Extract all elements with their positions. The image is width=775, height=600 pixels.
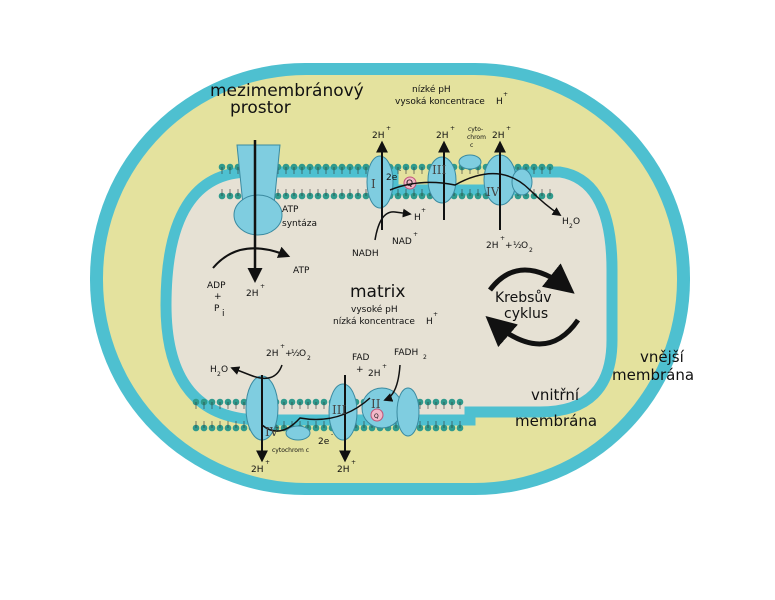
water-bottom-h: H [210, 365, 217, 375]
krebs-cycle-arrows [485, 263, 581, 348]
quinone-top-label: Q [406, 179, 413, 189]
proton-synthase: 2H [246, 289, 259, 299]
oxygen-reaction-top-half: ½ [513, 241, 522, 251]
proton-label-top-1-sup: + [386, 125, 391, 132]
adp-label: ADP [207, 281, 226, 291]
complex-i [366, 155, 417, 209]
proton-fad: 2H [368, 369, 381, 379]
oxygen-reaction-bottom-sub: 2 [307, 355, 311, 362]
intermembrane-label-1: mezimembránový [210, 81, 364, 101]
adp-plus: + [214, 292, 222, 302]
cytochrome-bottom-label: cytochrom c [272, 447, 309, 454]
electron-label-top-sup: - [399, 167, 401, 174]
proton-label-top-1: 2H [372, 131, 385, 141]
oxygen-reaction-bottom: 2H [266, 349, 279, 359]
oxygen-reaction-top-sub: 2 [529, 247, 533, 254]
proton-label-bottom-1: 2H [251, 465, 264, 475]
phosphate-label: P [214, 304, 220, 314]
proton-label-bottom-1-sup: + [265, 459, 270, 466]
proton-label-top-3-sup: + [506, 125, 511, 132]
water-top-h: H [562, 217, 569, 227]
bottom-proton-arrows [230, 364, 401, 463]
inner-membrane-label-2: membrána [515, 412, 597, 430]
proton-label-top-2-sup: + [450, 125, 455, 132]
outer-membrane-label-1: vnější [640, 348, 685, 366]
phosphate-sub: i [222, 309, 225, 319]
oxygen-reaction-bottom-sup: + [280, 343, 285, 350]
complex-iii-top [427, 154, 482, 204]
krebs-label-2: cyklus [504, 306, 548, 322]
water-bottom-o: O [221, 365, 228, 375]
intermembrane-label-2: prostor [230, 98, 291, 118]
nad-label: NAD [392, 237, 412, 247]
fad-plus: + [356, 365, 364, 375]
inner-membrane [160, 166, 618, 426]
proton-synthase-sup: + [260, 283, 265, 290]
oxygen-reaction-bottom-plus: + [285, 349, 293, 359]
fadh2-sub: 2 [423, 354, 427, 361]
nad-label-sup: + [413, 231, 418, 238]
atp-synthase [212, 140, 291, 283]
quinone-bottom-label: Q [374, 413, 379, 420]
complex-iii-bottom [328, 383, 358, 441]
fadh2-label: FADH [394, 348, 418, 358]
water-bottom-sub: 2 [217, 371, 221, 378]
h-plus-top-sup: + [503, 91, 508, 98]
oxygen-reaction-bottom-o: O [299, 349, 306, 359]
high-ph-label: vysoké pH [351, 304, 398, 315]
atp-synthase-label-2: syntáza [282, 219, 317, 229]
high-concentration-label: vysoká koncentrace [395, 97, 485, 107]
electron-label-bottom-sup: - [331, 431, 333, 438]
atp-label: ATP [293, 266, 310, 276]
oxygen-reaction-top-plus: + [505, 241, 513, 251]
h-plus-matrix: H [426, 317, 433, 327]
complex-ii-label: II [371, 397, 381, 411]
oxygen-reaction-bottom-half: ½ [291, 349, 300, 359]
complex-iii-bottom-label: III [332, 403, 346, 417]
complex-iv-top-label: IV [486, 185, 500, 199]
nadh-label: NADH [352, 249, 379, 259]
krebs-label-1: Krebsův [495, 290, 552, 306]
h-plus-top: H [496, 97, 503, 107]
proton-label-top-3: 2H [492, 131, 505, 141]
electron-label-top: 2e [386, 173, 398, 183]
oxygen-reaction-top: 2H [486, 241, 499, 251]
proton-label-bottom-2-sup: + [351, 459, 356, 466]
electron-label-bottom: 2e [318, 437, 330, 447]
proton-label-bottom-2: 2H [337, 465, 350, 475]
matrix-label: matrix [350, 282, 405, 302]
complex-i-label: I [371, 177, 376, 191]
cytochrome-top-1: cyto- [468, 126, 483, 133]
proton-label-top-2: 2H [436, 131, 449, 141]
cytochrome-top-3: c [470, 142, 473, 149]
inner-membrane-label-1: vnitřní [531, 386, 580, 404]
proton-fad-sup: + [382, 363, 387, 370]
oxygen-reaction-top-sup: + [500, 235, 505, 242]
complex-iv-bottom-label: IV [265, 425, 279, 439]
atp-synthase-label-1: ATP [282, 205, 299, 215]
top-proton-arrows [374, 140, 562, 241]
fad-label: FAD [352, 353, 370, 363]
low-concentration-label: nízká koncentrace [333, 317, 415, 327]
h-plus-matrix-sup: + [433, 311, 438, 318]
water-top-sub: 2 [569, 223, 573, 230]
cytochrome-top-2: chrom [467, 134, 486, 141]
h-plus-nadh: H [414, 213, 421, 223]
h-plus-nadh-sup: + [421, 207, 426, 214]
oxygen-reaction-top-o: O [521, 241, 528, 251]
outer-membrane-label-2: membrána [612, 366, 694, 384]
water-top-o: O [573, 217, 580, 227]
low-ph-label: nízké pH [412, 84, 451, 95]
complex-iii-top-label: III [432, 163, 446, 177]
